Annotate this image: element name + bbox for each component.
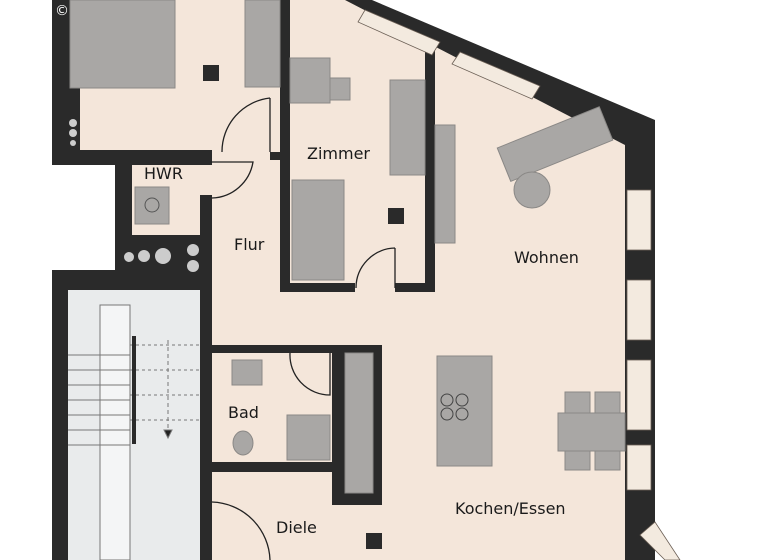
round-table [513,171,551,209]
stairs [68,304,200,560]
room-label-kochen-essen: Kochen/Essen [455,499,566,518]
bed [69,0,176,89]
tv-unit [434,124,456,244]
furniture [69,0,626,494]
pillar [388,208,404,224]
room-label-zimmer: Zimmer [307,144,370,163]
doors [210,97,396,560]
chair [329,77,351,101]
wardrobe [244,0,281,88]
shafts [69,119,199,272]
pillar [366,533,382,549]
windows [357,9,681,560]
room-label-hwr: HWR [144,164,183,183]
room-label-bad: Bad [228,403,259,422]
room-label-wohnen: Wohnen [514,248,579,267]
shower [286,414,331,461]
dining-table [557,412,626,452]
boiler [134,186,170,225]
desk [289,57,331,104]
kitchen-counter [344,352,374,494]
copyright-mark: © [55,3,69,19]
kitchen-island [436,355,493,467]
room-label-flur: Flur [234,235,265,254]
toilet [232,430,254,456]
room-label-diele: Diele [276,518,317,537]
pillar [203,65,219,81]
bed-zimmer [291,179,345,281]
sink [231,359,263,386]
shelf [389,79,426,176]
sofa [496,106,614,182]
floor-area [80,0,640,560]
stair-rail [132,336,136,444]
